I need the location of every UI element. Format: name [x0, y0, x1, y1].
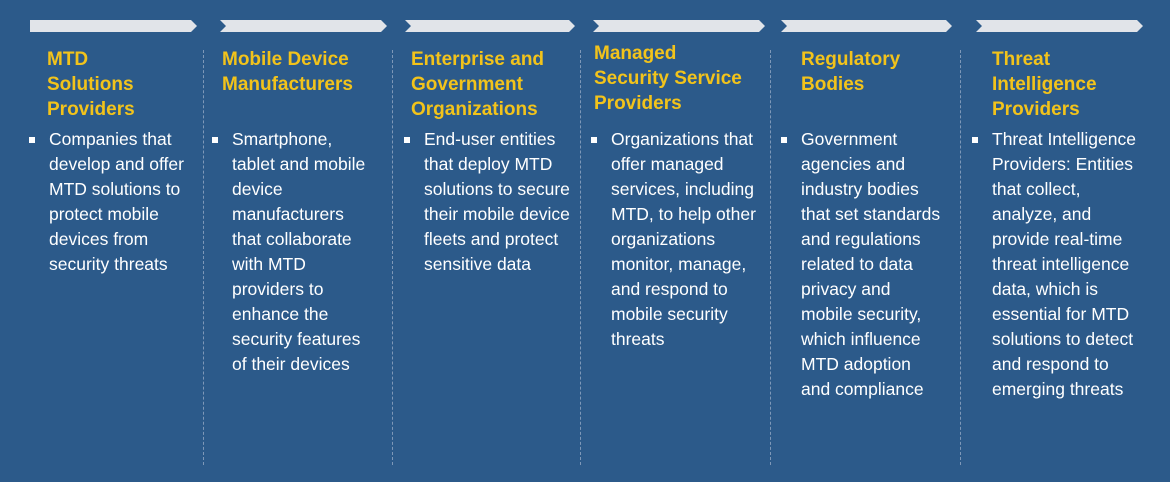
title-line: Government: [411, 74, 523, 95]
arrow-1: [30, 20, 197, 32]
arrow-5: [781, 20, 952, 32]
divider: [392, 50, 393, 465]
divider: [580, 50, 581, 465]
divider: [960, 50, 961, 465]
title-line: Intelligence: [992, 74, 1097, 95]
title-line: Enterprise and: [411, 49, 545, 70]
title-line: MTD: [47, 49, 89, 70]
title-line: Managed: [594, 43, 677, 64]
list-item: Organizations that offer managed service…: [591, 127, 756, 352]
list-item: Smartphone, tablet and mobile device man…: [212, 127, 372, 377]
title-line: Providers: [47, 99, 135, 120]
title-line: Manufacturers: [222, 74, 353, 95]
title-line: Providers: [594, 93, 682, 114]
arrow-6: [976, 20, 1143, 32]
title-line: Threat: [992, 49, 1051, 70]
title-line: Security Service: [594, 68, 742, 89]
title-line: Mobile Device: [222, 49, 349, 70]
divider: [770, 50, 771, 465]
title-line: Regulatory: [801, 49, 901, 70]
list-item: End-user entities that deploy MTD soluti…: [404, 127, 572, 277]
list-item: Companies that develop and offer MTD sol…: [29, 127, 199, 277]
title-line: Bodies: [801, 74, 865, 95]
title-line: Providers: [992, 99, 1080, 120]
title-line: Solutions: [47, 74, 134, 95]
arrow-4: [593, 20, 765, 32]
list-item: Government agencies and industry bodies …: [781, 127, 941, 402]
arrow-3: [405, 20, 575, 32]
list-item: Threat Intelligence Providers: Entities …: [972, 127, 1147, 402]
title-line: Organizations: [411, 99, 538, 120]
arrow-2: [220, 20, 387, 32]
divider: [203, 50, 204, 465]
